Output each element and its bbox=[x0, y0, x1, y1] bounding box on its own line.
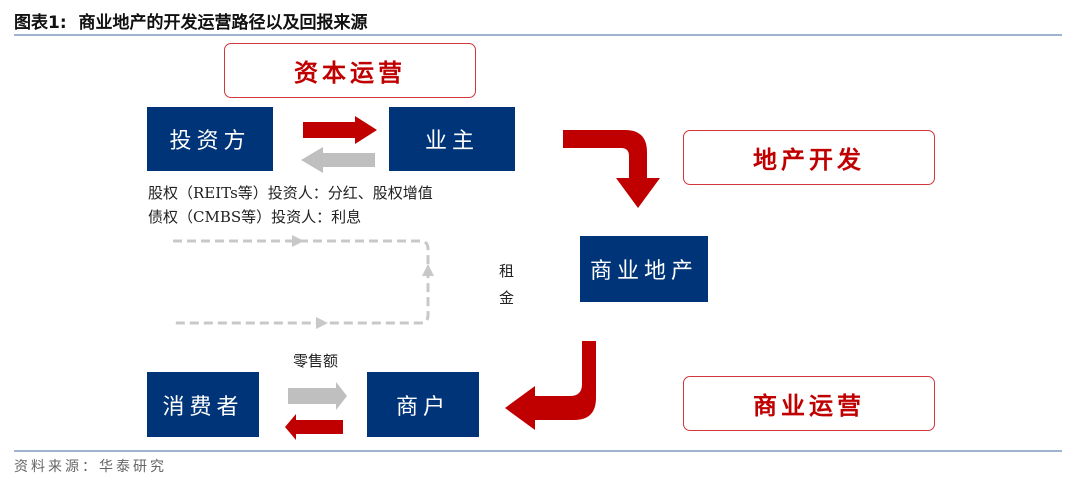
node-consumer: 消费者 bbox=[147, 372, 259, 437]
source-note: 资料来源：华泰研究 bbox=[14, 459, 167, 475]
stage-property-development: 地产开发 bbox=[683, 130, 935, 185]
rent-arrow-bottom bbox=[316, 317, 328, 329]
title-divider bbox=[14, 34, 1062, 36]
arrow-owner-to-investor bbox=[301, 147, 375, 173]
label-rent-1: 租 bbox=[499, 262, 515, 280]
bent-arrow-property-to-merchant bbox=[505, 341, 596, 430]
node-investor: 投资方 bbox=[147, 107, 273, 171]
label-retail-sales: 零售额 bbox=[293, 352, 339, 370]
rent-flow-dashed bbox=[173, 239, 430, 325]
arrow-investor-to-owner bbox=[303, 116, 377, 144]
node-merchant: 商户 bbox=[367, 372, 479, 437]
rent-arrow-up bbox=[422, 264, 434, 276]
rent-arrow-top bbox=[292, 235, 304, 247]
footer-divider bbox=[14, 450, 1062, 452]
bent-arrow-owner-to-property bbox=[563, 130, 660, 208]
note-equity-investors: 股权（REITs等）投资人：分红、股权增值 bbox=[148, 184, 433, 202]
stage-capital-operation: 资本运营 bbox=[224, 43, 476, 98]
label-rent-2: 金 bbox=[499, 289, 515, 307]
node-owner: 业主 bbox=[389, 107, 515, 171]
arrow-consumer-to-merchant bbox=[288, 382, 347, 410]
figure-title: 图表1: 商业地产的开发运营路径以及回报来源 bbox=[14, 13, 368, 33]
note-debt-investors: 债权（CMBS等）投资人：利息 bbox=[148, 208, 362, 226]
stage-commercial-operation: 商业运营 bbox=[683, 376, 935, 431]
arrow-merchant-to-consumer bbox=[285, 414, 343, 440]
node-commercial-property: 商业地产 bbox=[580, 236, 708, 302]
